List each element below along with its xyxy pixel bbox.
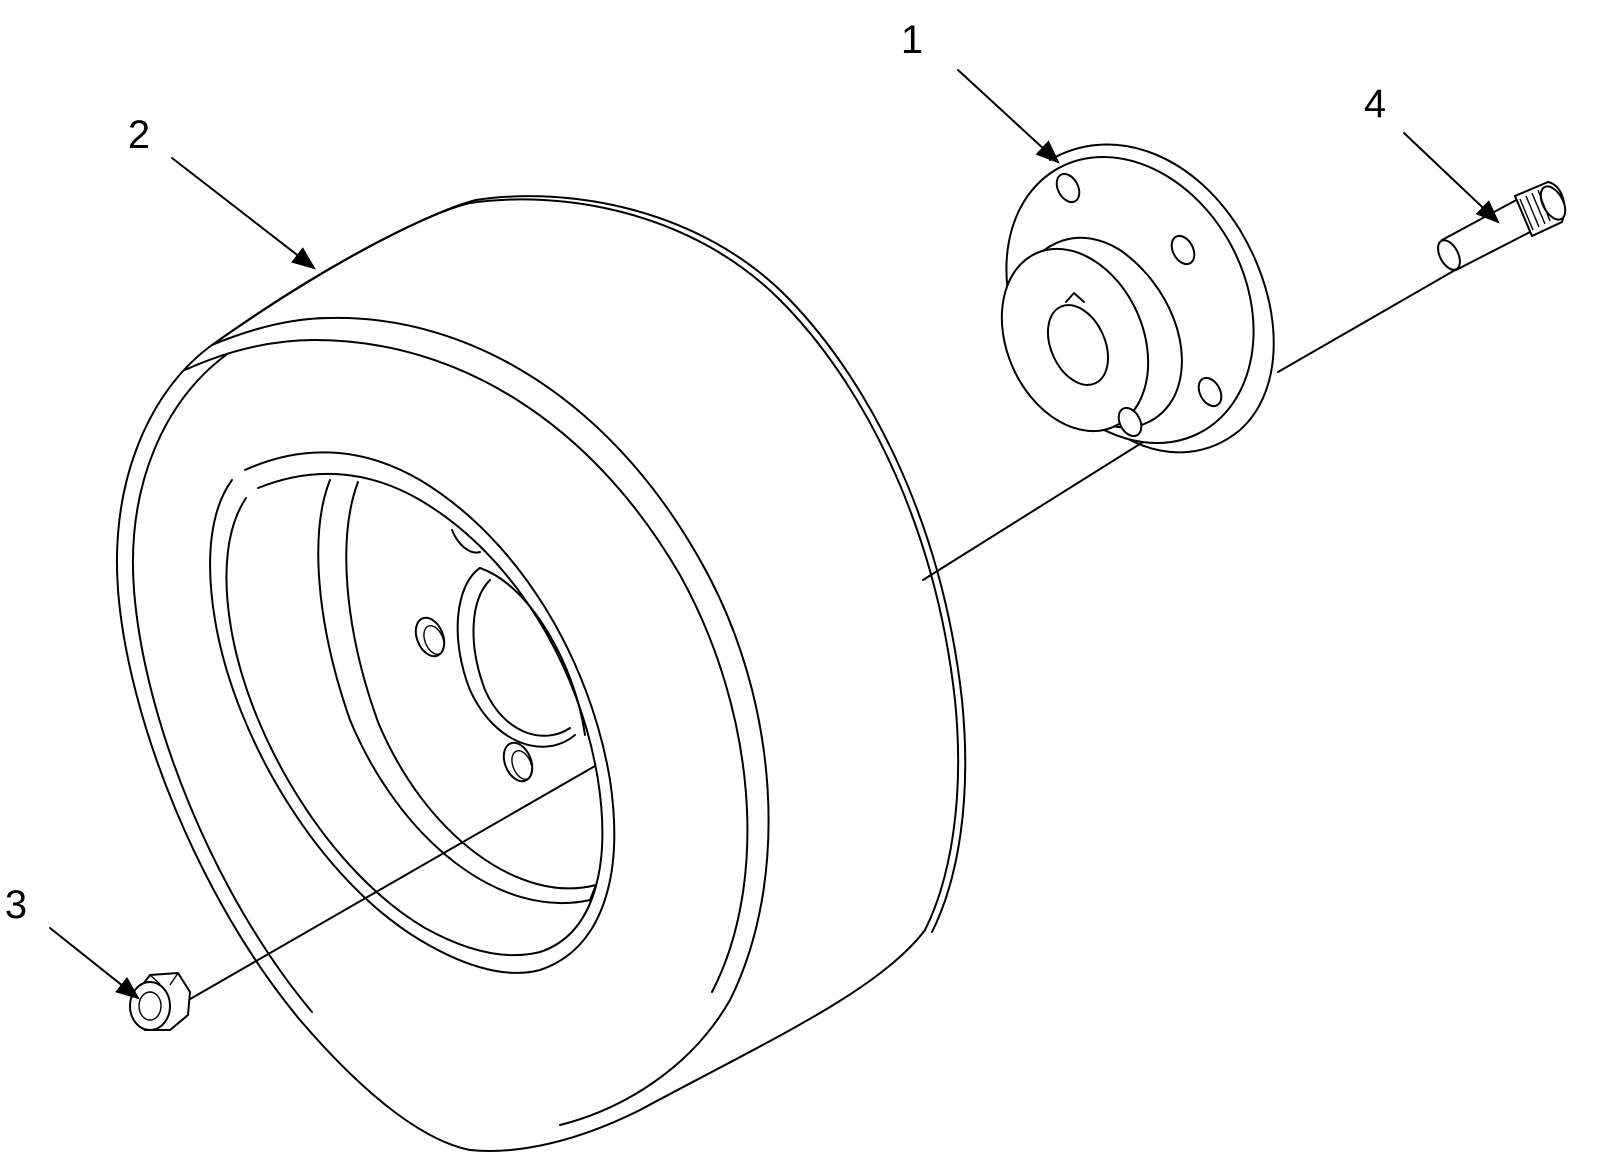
hub-part [1000,143,1275,454]
assembly-axis-line [184,257,1477,1003]
wheel-part [116,195,967,1152]
callout-number-2: 2 [128,113,150,157]
callout-leaders [49,69,1500,1000]
callout-number-1: 1 [901,18,923,62]
wheel-stud-part [1437,180,1567,272]
callout-number-4: 4 [1364,82,1386,126]
callout-number-3: 3 [5,883,27,927]
lock-nut-part [129,971,192,1031]
